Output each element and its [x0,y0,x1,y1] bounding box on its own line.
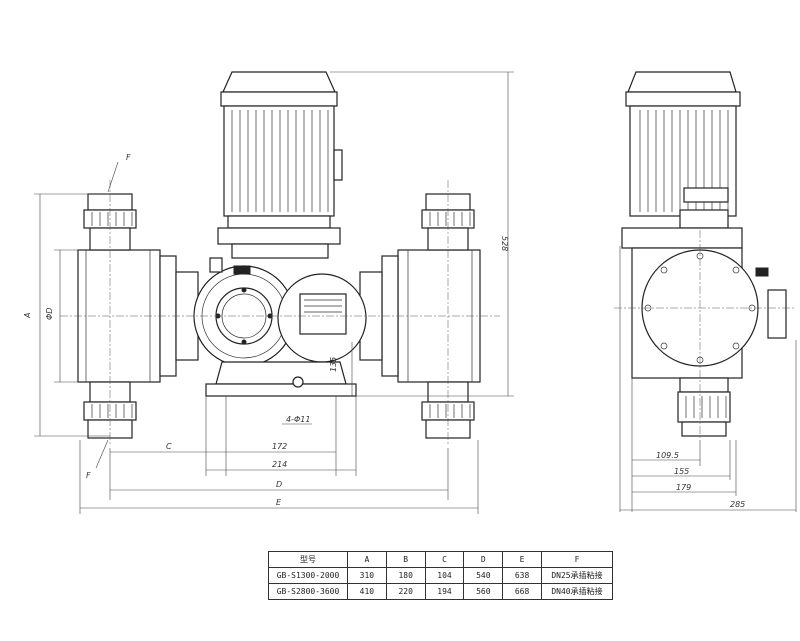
table-header: 型号 [268,551,348,568]
table-row: GB-S1300-2000 310 180 104 540 638 DN25承插… [268,567,613,584]
front-dimensions [34,71,514,514]
table-cell: 668 [502,583,542,600]
table-cell: 104 [424,567,465,584]
label-dim-d: D [276,480,282,489]
table-cell: 638 [502,567,542,584]
side-dimensions [619,246,797,512]
table-header: B [385,551,426,568]
table-header: C [424,551,465,568]
table-cell: 194 [424,583,465,600]
front-view: F F A ΦD 528 135 4-Φ11 C 172 214 D E [23,71,514,514]
table-cell: 180 [385,567,426,584]
label-dim-c: C [166,442,172,451]
label-side-109: 109.5 [656,451,679,460]
label-dim-holes: 4-Φ11 [286,415,310,424]
table-header: D [463,551,504,568]
label-dim-172: 172 [272,442,287,451]
gearbox [193,257,367,397]
table-cell: DN25承插粘接 [541,567,613,584]
table-header-row: 型号 A B C D E F [268,551,613,568]
label-dim-214: 214 [272,460,287,469]
label-side-285: 285 [730,500,745,509]
table-cell: 220 [385,583,426,600]
label-flange-top: F [126,153,131,162]
label-dim-phid: ΦD [45,308,54,320]
table-header: A [347,551,387,568]
label-side-155: 155 [674,467,689,476]
table-cell: 560 [463,583,504,600]
label-dim-a: A [23,313,32,319]
table-header: F [541,551,613,568]
label-flange-bottom: F [86,471,91,480]
side-view: 109.5 155 179 285 [614,71,797,512]
table-cell: 310 [347,567,387,584]
table-cell: 410 [347,583,387,600]
table-cell: GB-S2800-3600 [268,583,348,600]
spec-table: 型号 A B C D E F GB-S1300-2000 310 180 104… [268,551,613,600]
table-cell: GB-S1300-2000 [268,567,348,584]
table-cell: DN40承插粘接 [541,583,613,600]
label-dim-height: 528 [500,236,509,251]
table-row: GB-S2800-3600 410 220 194 560 668 DN40承插… [268,583,613,600]
table-cell: 540 [463,567,504,584]
label-dim-e: E [276,498,282,507]
label-dim-135: 135 [329,357,338,372]
label-side-179: 179 [676,483,691,492]
motor [217,71,343,259]
table-header: E [502,551,542,568]
